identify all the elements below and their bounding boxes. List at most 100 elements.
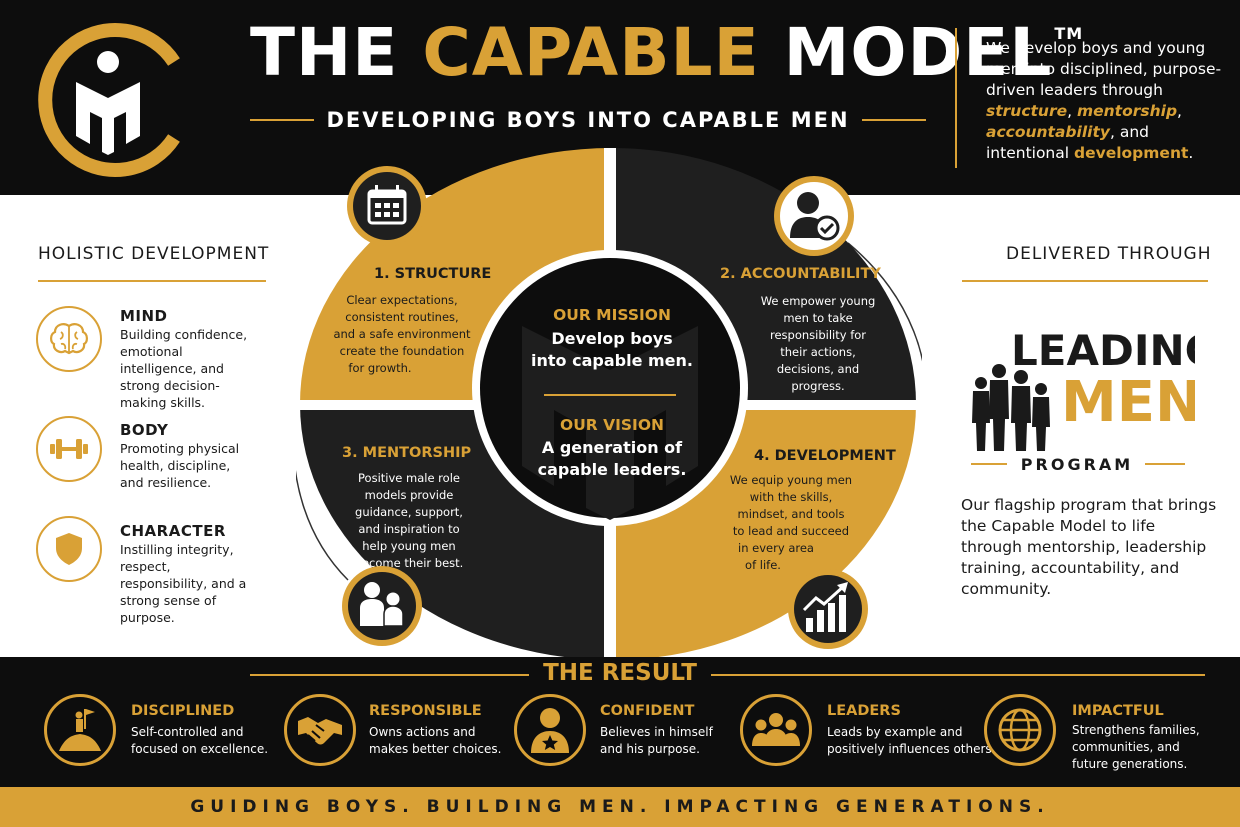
vision-line-2: capable leaders. [538,460,687,479]
result-heading: THE RESULT [529,660,711,686]
intro-text: We develop boys and young men into disci… [986,39,1222,162]
development-text: We equip young men with the skills, mindse… [730,473,852,572]
accountability-text: We empower young men to take responsibilit… [761,294,876,393]
silhouettes-icon [972,364,1050,451]
disciplined-line-1: Self-controlled and [131,725,244,739]
holistic-rule [38,280,266,282]
q3-text-line: models provide [365,488,454,502]
character-title: CHARACTER [120,522,226,540]
q2-text-line: We empower young [761,294,876,308]
q3-text-line: guidance, support, [355,505,463,519]
character-text: Instilling integrity, respect, responsib… [120,542,247,625]
header-divider [955,28,957,168]
structure-title: 1. STRUCTURE [374,266,491,282]
confident-title: CONFIDENT [600,703,695,719]
footer-band: GUIDING BOYS. BUILDING MEN. IMPACTING GE… [0,787,1240,827]
impactful-line-2: communities, and [1072,740,1180,754]
logo-men: MEN [1061,370,1195,435]
summit-flag-icon [59,709,101,751]
capable-model-wheel: OUR MISSION Develop boys into capable me… [296,148,922,660]
subtitle-row: DEVELOPING BOYS INTO CAPABLE MEN [250,104,926,136]
leaders-title: LEADERS [827,703,901,719]
q4-text-line: We equip young men [730,473,852,487]
q2-text-line: progress. [791,379,844,393]
q1-text-line: Clear expectations, [346,293,457,307]
page-subtitle: DEVELOPING BOYS INTO CAPABLE MEN [326,108,850,132]
center-watermark-logo [522,326,698,520]
q1-text-line: create the foundation [340,344,465,358]
responsible-line-1: Owns actions and [369,725,476,739]
cycle-arrow-right [847,242,922,362]
q3-text-line: help young men [362,539,455,553]
confident-badge [514,694,586,766]
center-divider [544,394,676,396]
q1-text-line: consistent routines, [345,310,458,324]
q2-text-line: men to take [783,311,852,325]
responsible-line-2: makes better choices. [369,742,502,756]
vision-label: OUR VISION [560,416,664,434]
character-icon-circle [36,516,102,582]
capable-c-logo [38,23,180,177]
q2-text-line: their actions, [780,345,856,359]
group-icon [752,713,800,746]
q1-text-line: for growth. [348,361,411,375]
program-description: Our flagship program that brings the Cap… [961,496,1217,598]
structure-text: Clear expectations, consistent routines, a… [333,293,471,375]
accountability-title: 2. ACCOUNTABILITY [720,266,881,282]
delivered-rule [962,280,1208,282]
q1-text-line: and a safe environment [333,327,471,341]
q2-text-line: decisions, and [777,362,859,376]
body-icon-circle [36,416,102,482]
mission-line-2: into capable men. [531,351,693,370]
development-title: 4. DEVELOPMENT [754,448,896,464]
q4-text-line: of life. [745,558,781,572]
q4-text-line: with the skills, [750,490,832,504]
result-rule [250,674,1205,676]
mission-line-1: Develop boys [551,329,672,348]
disciplined-line-2: focused on excellence. [131,742,269,756]
leaders-badge [740,694,812,766]
shield-icon [56,533,82,565]
logo-leading: LEADING [1011,326,1195,375]
cycle-arrow-left [296,469,349,581]
body-title: BODY [120,421,169,439]
globe-icon [998,708,1042,752]
responsible-badge [284,694,356,766]
confident-line-2: and his purpose. [600,742,700,756]
q4-text-line: to lead and succeed [733,524,849,538]
growth-chart-icon [802,582,848,632]
leading-men-logo: LEADING MEN PROGRAM [971,326,1195,474]
person-star-icon [531,708,569,753]
body-text: Promoting physical health, discipline, a… [120,441,240,490]
mentorship-badge [342,566,422,646]
impactful-line-3: future generations. [1072,757,1188,771]
impactful-badge [984,694,1056,766]
result-heading-wrap: THE RESULT [0,660,1240,686]
mind-text: Building confidence, emotional intellige… [120,327,248,410]
brain-icon [50,323,88,355]
trademark: TM [1054,24,1084,43]
disciplined-title: DISCIPLINED [131,703,235,719]
q4-text-line: mindset, and tools [738,507,845,521]
mind-title: MIND [120,307,168,325]
mentorship-title: 3. MENTORSHIP [342,445,471,461]
responsible-title: RESPONSIBLE [369,703,482,719]
calendar-icon [367,185,407,225]
holistic-heading: HOLISTIC DEVELOPMENT [38,244,270,264]
dumbbell-icon [50,439,88,459]
q2-text-line: responsibility for [770,328,866,342]
confident-line-1: Believes in himself [600,725,713,739]
leaders-line-2: positively influences others. [827,742,996,756]
mentor-icon [360,582,404,627]
vision-line-1: A generation of [542,438,683,457]
mission-label: OUR MISSION [553,306,671,324]
disciplined-badge [44,694,116,766]
calendar-badge [347,166,427,246]
person-check-icon [790,192,840,241]
logo-program: PROGRAM [1021,455,1133,474]
handshake-icon [298,717,342,745]
footer-tagline: GUIDING BOYS. BUILDING MEN. IMPACTING GE… [190,797,1050,817]
mind-icon-circle [36,306,102,372]
impactful-title: IMPACTFUL [1072,703,1164,719]
